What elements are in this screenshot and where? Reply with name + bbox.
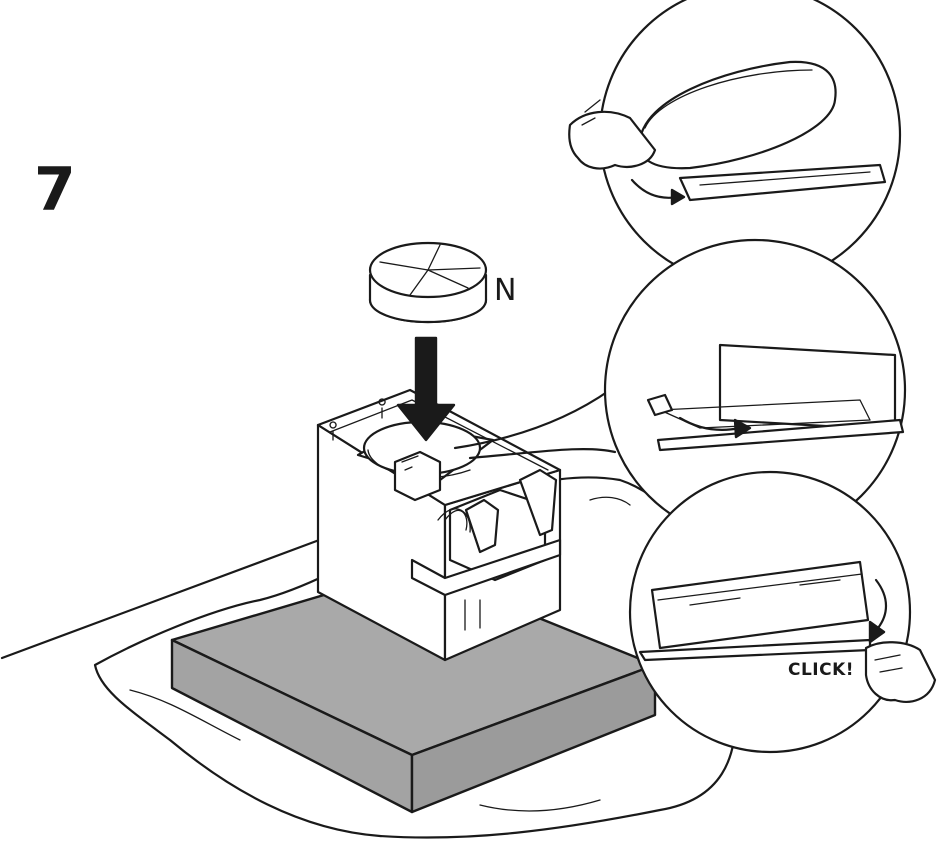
filter-rim-line xyxy=(644,69,813,129)
curved-arrow-head xyxy=(670,188,686,206)
connector-block xyxy=(393,450,442,502)
step-number: 7 xyxy=(34,155,76,225)
filter-tilted xyxy=(638,60,837,170)
hand-fingers-bottom xyxy=(874,654,903,673)
part-label: N xyxy=(494,273,517,308)
detail-circle-bottom xyxy=(628,470,937,754)
plate-edge xyxy=(678,163,887,202)
tape-band xyxy=(410,538,562,597)
callout-leader-bottom xyxy=(468,447,617,460)
keyhole-slot-right xyxy=(378,398,386,419)
hand-fingers xyxy=(581,99,601,126)
sheet-folds xyxy=(129,496,631,812)
detail-circle-top xyxy=(568,0,902,287)
filter-segments xyxy=(379,244,481,296)
bracket-left xyxy=(464,498,500,554)
connector-detail xyxy=(401,455,419,471)
clip xyxy=(646,393,674,417)
wall-line xyxy=(0,534,332,660)
curved-arrow-head-mid xyxy=(733,418,752,439)
plate-line xyxy=(699,171,871,186)
housing-rim xyxy=(329,399,549,471)
cable xyxy=(437,508,471,533)
box-side-right xyxy=(410,663,657,814)
hand-icon xyxy=(568,110,657,170)
curved-arrow-icon xyxy=(874,578,888,630)
bracket-right xyxy=(518,468,558,537)
bottom-plate xyxy=(656,418,905,452)
detail-circle-middle xyxy=(603,238,907,542)
keyhole-slot-left xyxy=(329,421,337,441)
tape-detail xyxy=(464,599,481,631)
callout-leader-top xyxy=(453,388,612,450)
down-arrow-icon xyxy=(396,336,456,442)
hand-icon xyxy=(864,641,937,703)
click-caption: CLICK! xyxy=(788,660,855,680)
filter-rim-bottom xyxy=(657,573,863,606)
curved-arrow-head-bottom xyxy=(868,620,886,644)
